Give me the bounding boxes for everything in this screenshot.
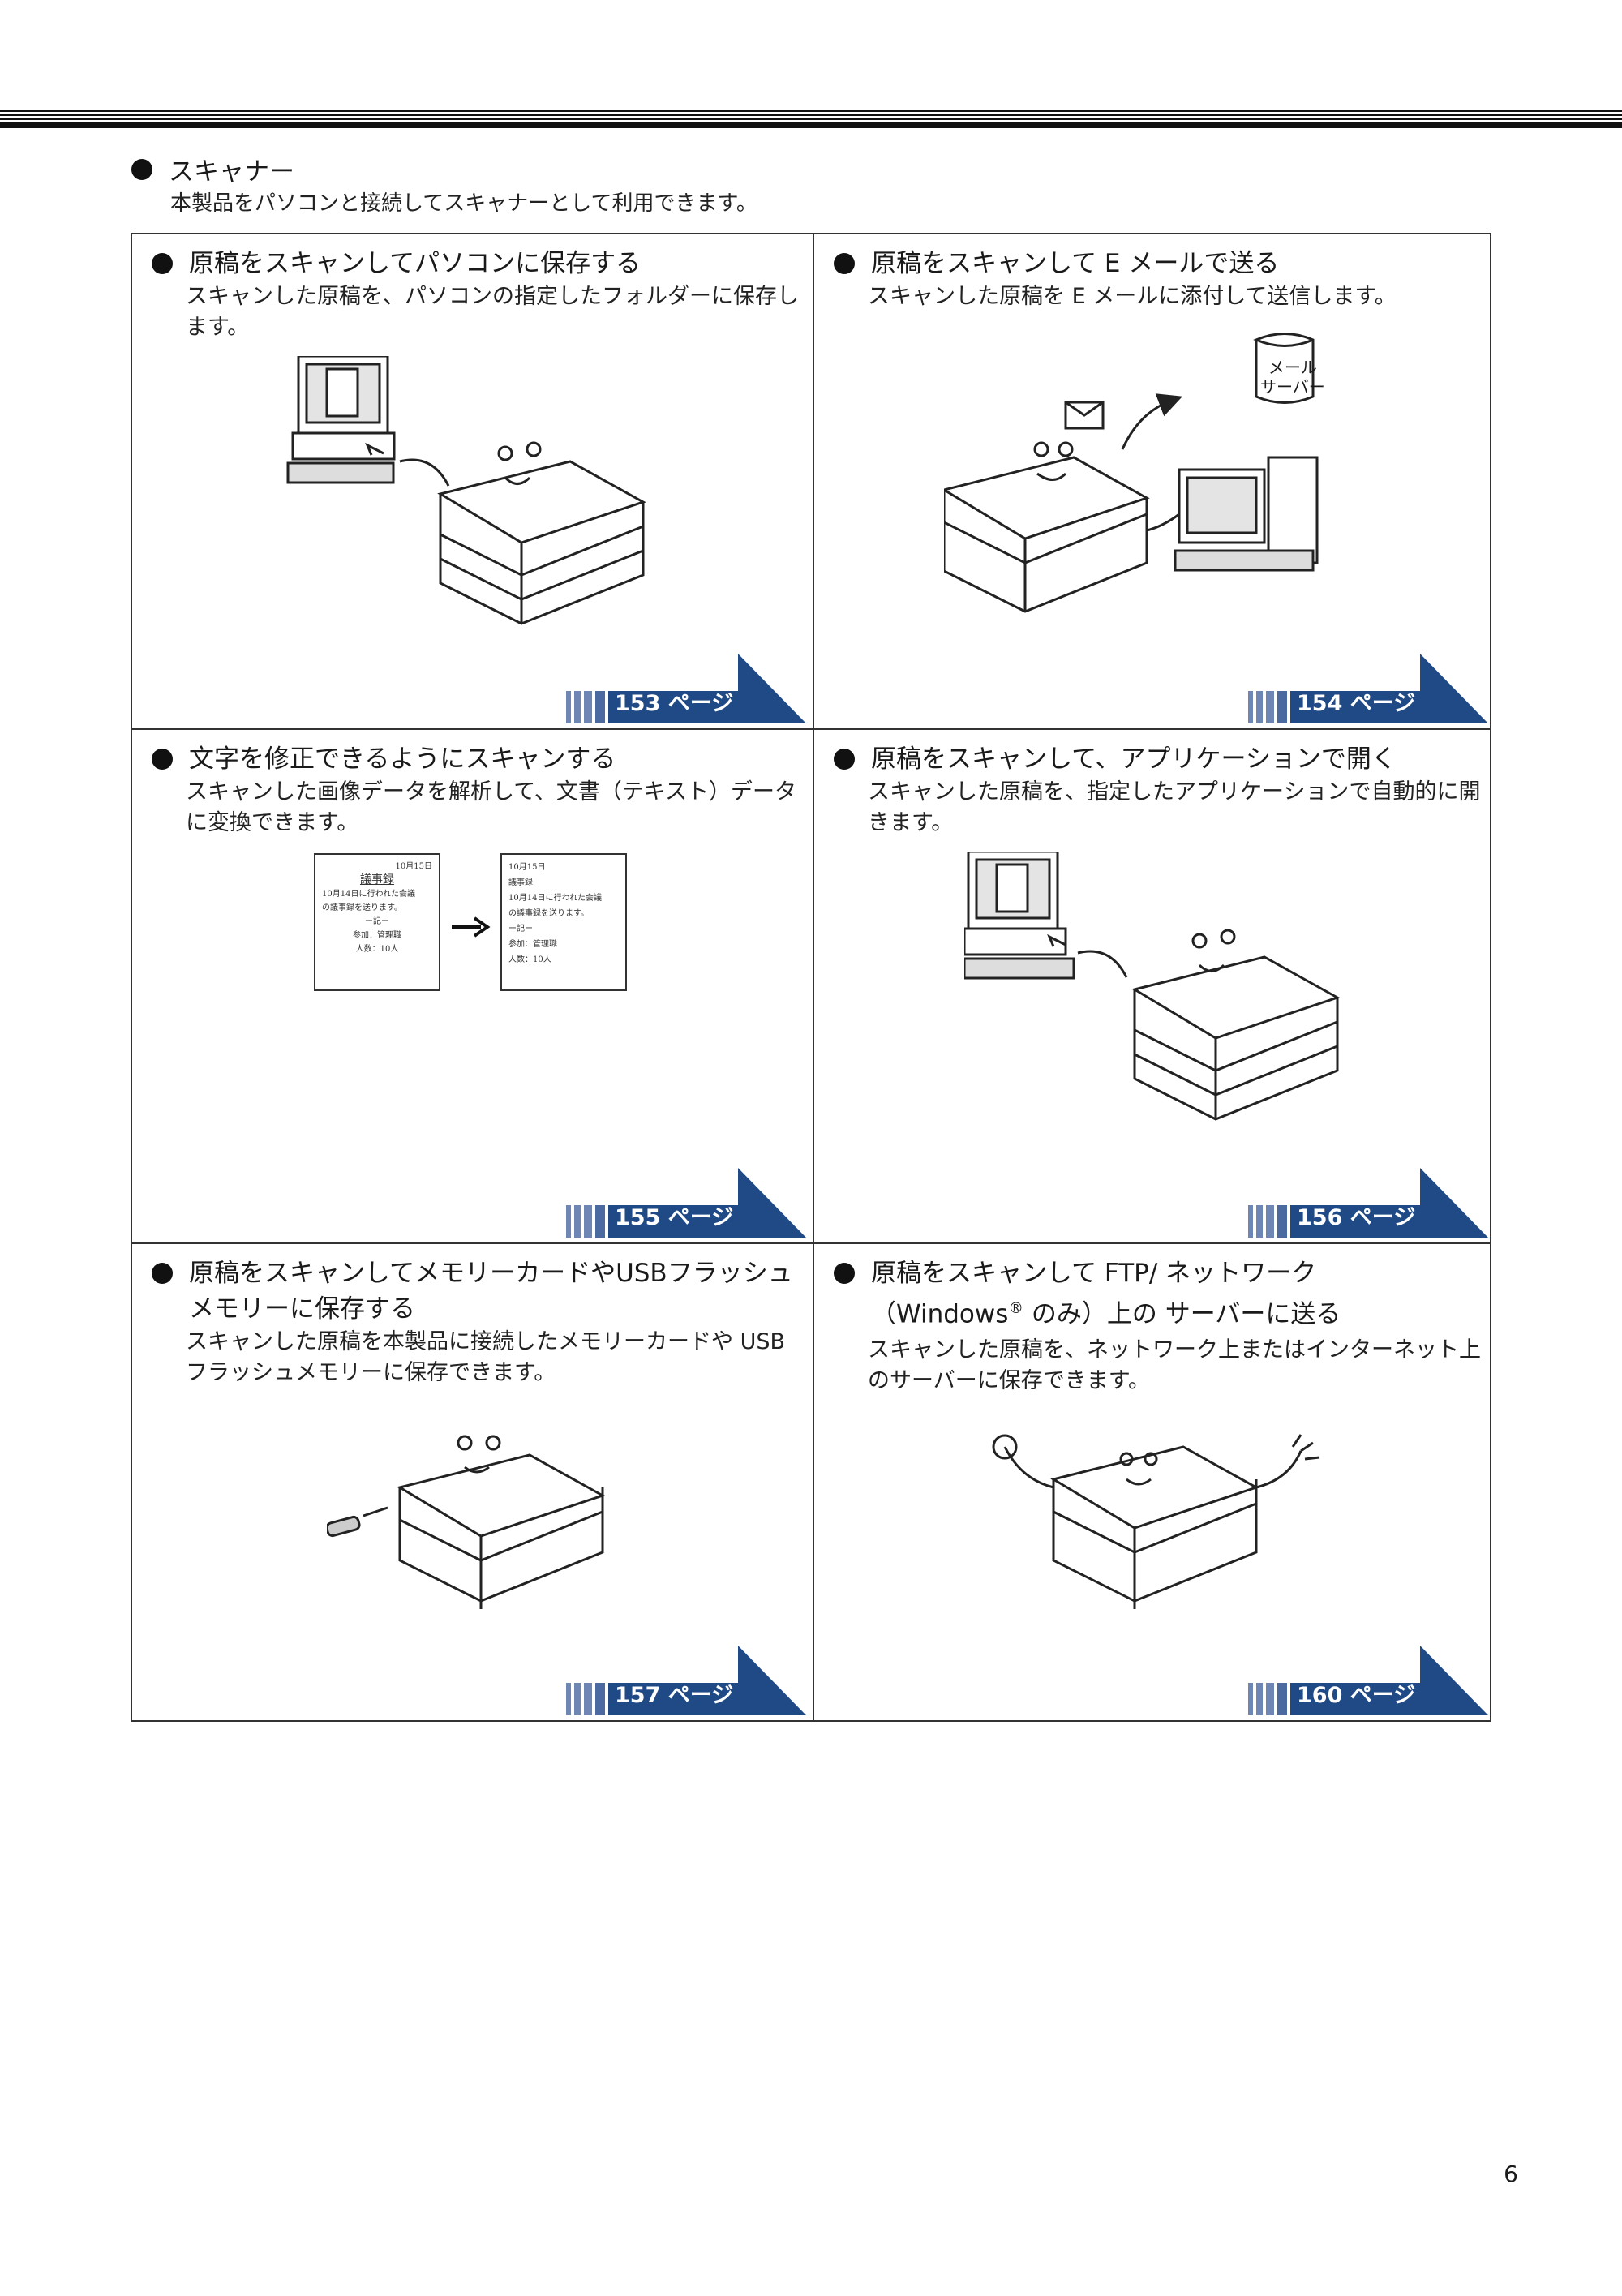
cell-desc: スキャンした原稿を E メールに添付して送信します。 [868,284,1397,309]
header-rules [0,110,1622,131]
cell-scan-to-pc: 原稿をスキャンしてパソコンに保存する スキャンした原稿を、パソコンの指定したフォ… [132,234,813,728]
bullet-icon [152,253,173,274]
bullet-icon [152,749,173,770]
page-link-157[interactable]: 157 ページ [566,1646,809,1715]
arrow-right-icon [452,916,491,938]
mail-server-label: メール サーバー [1260,358,1325,397]
section-title: スキャナー [169,157,294,187]
pc-printer-illustration [286,356,646,625]
cell-title: 原稿をスキャンして E メールで送る [871,249,1280,278]
bullet-icon [834,1263,855,1284]
feature-grid: 原稿をスキャンしてパソコンに保存する スキャンした原稿を、パソコンの指定したフォ… [131,233,1491,1722]
section-heading: スキャナー [131,151,294,187]
section-subtitle: 本製品をパソコンと接続してスキャナーとして利用できます。 [170,191,757,216]
arrow-tag-icon [566,1646,806,1715]
cell-scan-to-media: 原稿をスキャンしてメモリーカードやUSBフラッシュメモリーに保存する スキャンし… [132,1244,813,1720]
cell-ocr-scan: 文字を修正できるようにスキャンする スキャンした画像データを解析して、文書（テキ… [132,730,813,1242]
arrow-tag-icon [566,654,806,723]
page-link-154[interactable]: 154 ページ [1248,654,1491,723]
page-link-156[interactable]: 156 ページ [1248,1168,1491,1238]
printer-character-illustration [992,1434,1320,1609]
cell-scan-to-app: 原稿をスキャンして、アプリケーションで開く スキャンした原稿を、指定したアプリケ… [814,730,1491,1242]
cell-title: 文字を修正できるようにスキャンする [189,745,616,774]
cell-desc: スキャンした原稿を、パソコンの指定したフォルダーに保存します。 [186,284,799,340]
page-number: 6 [1504,2161,1518,2187]
cell-desc: スキャンした原稿を、指定したアプリケーションで自動的に開きます。 [868,779,1481,835]
bullet-icon [131,158,152,180]
email-server-illustration [944,333,1319,613]
usb-printer-illustration [327,1435,606,1609]
bullet-icon [834,749,855,770]
page-link-160[interactable]: 160 ページ [1248,1646,1491,1715]
cell-scan-to-email: 原稿をスキャンして E メールで送る スキャンした原稿を E メールに添付して送… [814,234,1491,728]
cell-title: 原稿をスキャンしてパソコンに保存する [189,249,642,278]
cell-title: 原稿をスキャンして、アプリケーションで開く [871,745,1397,774]
bullet-icon [834,253,855,274]
arrow-tag-icon [1248,1168,1488,1238]
cell-desc: スキャンした原稿を本製品に接続したメモリーカードや USB フラッシュメモリーに… [186,1329,786,1385]
converted-text-document: 10月15日 議事録 10月14日に行われた会議 の議事録を送ります。 ー記ー … [500,853,627,991]
cell-desc: スキャンした原稿を、ネットワーク上またはインターネット上のサーバーに保存できます… [868,1337,1481,1393]
page-link-153[interactable]: 153 ページ [566,654,809,723]
arrow-tag-icon [1248,1646,1488,1715]
bullet-icon [152,1263,173,1284]
cell-scan-to-ftp: 原稿をスキャンして FTP/ ネットワーク （Windows® のみ）上の サー… [814,1244,1491,1720]
arrow-tag-icon [566,1168,806,1238]
source-document: 10月15日 議事録 10月14日に行われた会議 の議事録を送ります。 ー記ー … [314,853,440,991]
arrow-tag-icon [1248,654,1488,723]
cell-title: 原稿をスキャンしてメモリーカードやUSBフラッシュメモリーに保存する [189,1259,793,1324]
page-link-155[interactable]: 155 ページ [566,1168,809,1238]
cell-desc: スキャンした画像データを解析して、文書（テキスト）データに変換できます。 [186,779,797,835]
pc-printer-illustration [964,852,1341,1121]
cell-title: 原稿をスキャンして FTP/ ネットワーク （Windows® のみ）上の サー… [871,1259,1341,1329]
